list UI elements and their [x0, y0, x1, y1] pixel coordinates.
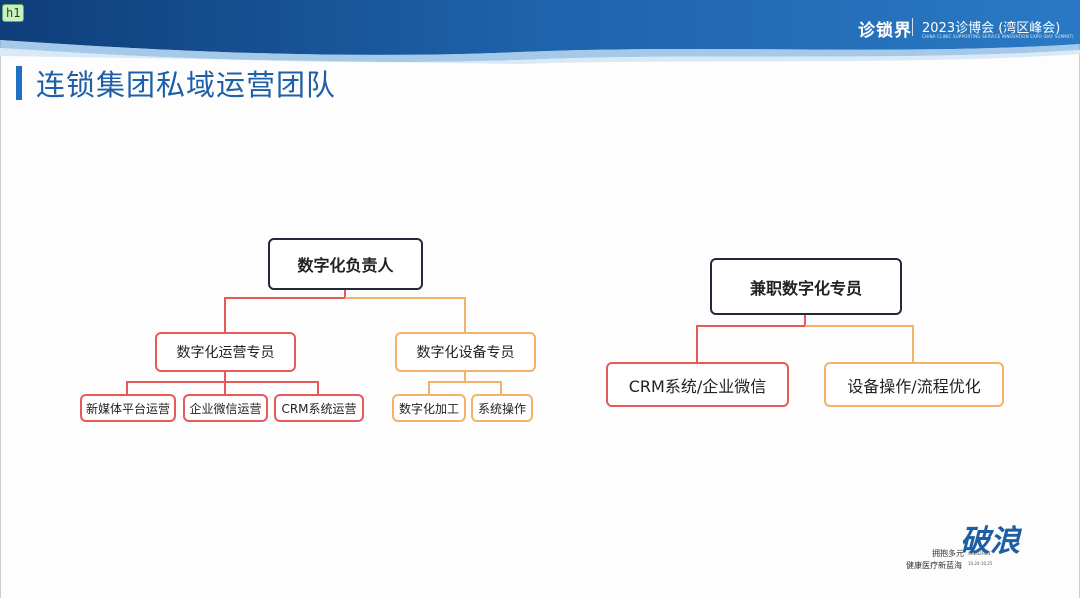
- connector-root-to-ops: [224, 297, 345, 332]
- node-digital-processing: 数字化加工: [392, 394, 466, 422]
- node-digital-device-specialist: 数字化设备专员: [395, 332, 536, 372]
- expo-subtitle: CHINA CLINIC SUPPORTING SERVICE INNOVATI…: [922, 34, 1074, 39]
- brand-logo: 诊锁界: [858, 21, 912, 41]
- node-parttime-digital-specialist: 兼职数字化专员: [710, 258, 902, 315]
- header-wave-banner: [0, 0, 1080, 64]
- footer-city: SHENZHEN: [968, 551, 991, 556]
- node-crm-ops: CRM系统运营: [274, 394, 364, 422]
- title-accent-bar: [16, 66, 22, 100]
- node-wecom-ops: 企业微信运营: [183, 394, 268, 422]
- node-new-media-ops: 新媒体平台运营: [80, 394, 176, 422]
- brand-divider: [912, 18, 913, 36]
- heading-tag: h1: [2, 4, 25, 22]
- node-crm-wecom: CRM系统/企业微信: [606, 362, 789, 407]
- connector-right-to-crm: [696, 325, 805, 362]
- connector-right-to-device: [805, 325, 914, 362]
- footer-slogan-logo: 破浪: [960, 516, 1020, 560]
- node-digital-lead: 数字化负责人: [268, 238, 423, 290]
- connector-ops-children: [126, 381, 319, 394]
- node-system-operation: 系统操作: [471, 394, 533, 422]
- footer-date: 10.24-10.25: [968, 561, 993, 566]
- footer-line2: 健康医疗新蓝海: [906, 561, 962, 570]
- footer-line1: 拥抱多元: [932, 549, 964, 558]
- connector-root-to-device: [345, 297, 466, 332]
- connector-device-children: [428, 381, 502, 394]
- slide-title: 连锁集团私域运营团队: [36, 68, 337, 102]
- footer-logo-text: 破浪: [960, 524, 1020, 559]
- expo-title: 2023诊博会 (湾区峰会): [922, 21, 1061, 36]
- node-digital-ops-specialist: 数字化运营专员: [155, 332, 296, 372]
- node-device-process-optimize: 设备操作/流程优化: [824, 362, 1004, 407]
